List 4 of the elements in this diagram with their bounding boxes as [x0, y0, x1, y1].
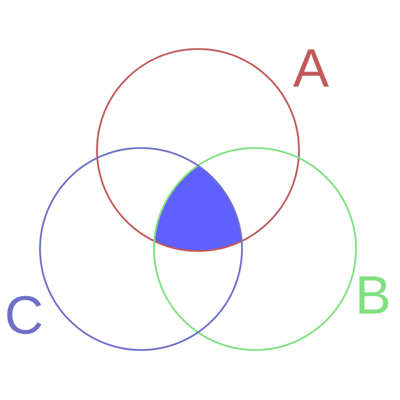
- set-label: B: [359, 276, 388, 314]
- set-label: C: [7, 296, 42, 334]
- set-label: A: [293, 49, 329, 87]
- intersection-region: [154, 166, 242, 251]
